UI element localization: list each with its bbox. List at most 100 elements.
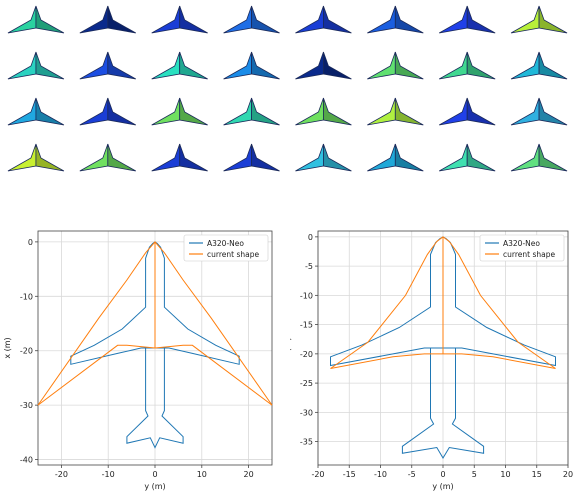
wing-left-half xyxy=(79,97,109,126)
wing-thumbnail xyxy=(510,5,568,34)
wing-right-half xyxy=(107,5,137,34)
x-tick-label: -15 xyxy=(343,470,356,479)
wing-right-half xyxy=(394,143,424,172)
wing-left-half xyxy=(7,97,37,126)
y-tick-label: -10 xyxy=(300,291,313,300)
wing-thumbnail xyxy=(151,97,208,126)
x-tick-label: -10 xyxy=(102,470,115,479)
wing-right-half xyxy=(107,143,137,172)
wing-thumbnail xyxy=(510,143,568,172)
legend-label: current shape xyxy=(503,250,555,259)
wing-right-half xyxy=(466,51,496,80)
series-line xyxy=(126,348,184,449)
series-line xyxy=(330,236,556,369)
wing-thumbnail xyxy=(223,97,280,126)
wing-thumbnail xyxy=(295,97,352,126)
wing-thumbnail xyxy=(223,5,280,34)
x-axis-label: y (m) xyxy=(144,482,165,491)
wing-left-half xyxy=(438,51,468,80)
y-tick-label: -25 xyxy=(300,379,313,388)
x-tick-label: 10 xyxy=(500,470,510,479)
wing-left-half xyxy=(79,51,109,80)
y-tick-label: -20 xyxy=(300,350,313,359)
wing-thumbnail xyxy=(295,51,352,80)
wing-left-half xyxy=(295,143,324,172)
wing-thumbnail xyxy=(151,143,208,172)
wing-thumbnail xyxy=(438,5,496,34)
x-tick-label: 0 xyxy=(152,470,157,479)
wing-left-half xyxy=(438,143,468,172)
wing-right-half xyxy=(538,5,568,34)
wing-thumbnail xyxy=(79,97,137,126)
wing-thumbnail xyxy=(438,97,496,126)
wing-left-half xyxy=(7,51,37,80)
wing-right-half xyxy=(35,97,65,126)
wing-left-half xyxy=(438,5,468,34)
wing-right-half xyxy=(35,143,65,172)
wing-right-half xyxy=(179,143,208,172)
wing-right-half xyxy=(35,5,65,34)
x-tick-label: -20 xyxy=(55,470,68,479)
wing-thumbnail xyxy=(295,5,352,34)
wing-right-half xyxy=(251,97,280,126)
wing-right-half xyxy=(538,51,568,80)
wing-right-half xyxy=(107,97,137,126)
wing-thumbnail xyxy=(510,97,568,126)
wing-left-half xyxy=(295,51,324,80)
wing-right-half xyxy=(179,5,208,34)
wing-right-half xyxy=(323,97,352,126)
x-tick-label: 20 xyxy=(563,470,573,479)
y-tick-label: -35 xyxy=(300,438,313,447)
wing-thumbnail xyxy=(7,51,65,80)
wing-left-half xyxy=(7,5,37,34)
wing-thumbnail xyxy=(151,51,208,80)
x-tick-label: 20 xyxy=(244,470,254,479)
wing-left-half xyxy=(223,51,252,80)
y-tick-label: -10 xyxy=(20,292,33,301)
wing-right-half xyxy=(323,51,352,80)
wing-left-half xyxy=(367,51,396,80)
wing-left-half xyxy=(151,5,181,34)
wing-left-half xyxy=(7,143,37,172)
wing-right-half xyxy=(538,143,568,172)
wing-left-half xyxy=(223,5,252,34)
legend-box xyxy=(183,234,269,262)
wing-thumbnail xyxy=(7,5,65,34)
legend-box xyxy=(479,234,565,262)
wing-right-half xyxy=(394,51,424,80)
y-axis-label: x (m) xyxy=(3,337,12,358)
wing-left-half xyxy=(151,51,181,80)
wing-thumbnail xyxy=(223,51,280,80)
wing-left-half xyxy=(79,5,109,34)
wing-thumbnail xyxy=(79,51,137,80)
y-tick-label: -5 xyxy=(305,262,313,271)
wing-left-half xyxy=(510,5,540,34)
x-axis-label: y (m) xyxy=(432,482,453,491)
x-tick-label: -20 xyxy=(311,470,324,479)
wing-thumbnail xyxy=(438,143,496,172)
wing-right-half xyxy=(179,97,208,126)
wing-right-half xyxy=(466,143,496,172)
wing-left-half xyxy=(367,5,396,34)
y-axis-label: x (m) xyxy=(290,337,292,358)
x-tick-label: -10 xyxy=(374,470,387,479)
wing-thumbnail xyxy=(438,51,496,80)
wing-right-half xyxy=(251,5,280,34)
y-tick-label: -20 xyxy=(20,347,33,356)
wing-right-half xyxy=(107,51,137,80)
wing-right-half xyxy=(35,51,65,80)
wing-left-half xyxy=(223,143,252,172)
wing-right-half xyxy=(251,51,280,80)
wing-thumbnail xyxy=(7,97,65,126)
wing-thumbnail xyxy=(367,97,424,126)
wing-left-half xyxy=(510,97,540,126)
series-line xyxy=(37,241,273,406)
x-tick-label: -5 xyxy=(408,470,416,479)
wing-thumbnail xyxy=(79,143,137,172)
wing-shape-thumbnail-grid xyxy=(7,5,568,172)
x-tick-label: 5 xyxy=(472,470,477,479)
